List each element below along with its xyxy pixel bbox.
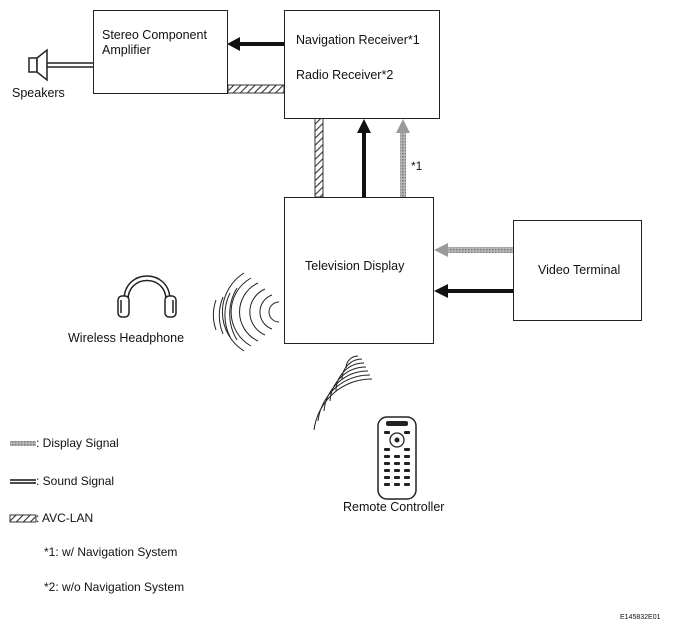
wire-note-label: *1 [411, 159, 423, 173]
legend-note-2: *2: w/o Navigation System [44, 580, 185, 594]
legend-display-signal-symbol [10, 441, 36, 446]
sound-signal-video-to-display [434, 284, 513, 298]
avc-lan-receiver-display [314, 117, 324, 198]
navigation-receiver-label: Navigation Receiver*1 [296, 33, 420, 47]
television-display-label: Television Display [305, 259, 405, 273]
stereo-component-amplifier-block: Stereo Component Amplifier [93, 10, 228, 94]
sound-signal-receiver-to-amplifier [227, 37, 284, 51]
legend-sound-signal-symbol [10, 479, 36, 484]
legend-avc-lan: : AVC-LAN [36, 511, 94, 525]
remote-controller-label: Remote Controller [343, 500, 445, 514]
radio-receiver-label: Radio Receiver*2 [296, 68, 394, 82]
wireless-waves-headphone [212, 272, 280, 352]
amplifier-label: Stereo Component Amplifier [102, 28, 207, 57]
speakers-label: Speakers [12, 86, 65, 100]
receiver-block: Navigation Receiver*1 Radio Receiver*2 [284, 10, 440, 119]
avc-lan-amplifier-receiver [227, 84, 285, 94]
sound-signal-display-to-receiver [357, 119, 371, 197]
display-signal-display-to-receiver [396, 119, 410, 197]
video-terminal-label: Video Terminal [538, 263, 621, 277]
television-display-block: Television Display [284, 197, 434, 344]
wireless-waves-remote [313, 355, 373, 431]
legend-sound-signal: : Sound Signal [36, 474, 115, 488]
wireless-headphone-label: Wireless Headphone [68, 331, 185, 345]
video-terminal-block: Video Terminal [513, 220, 642, 321]
legend-avc-lan-symbol [9, 514, 37, 523]
display-signal-video-to-display [434, 243, 513, 257]
headphone-icon [117, 275, 177, 318]
speaker-icon [28, 48, 48, 82]
legend-note-1: *1: w/ Navigation System [44, 545, 178, 559]
figure-code: E145832E01 [620, 614, 661, 621]
remote-controller-icon [377, 416, 417, 500]
legend-display-signal: : Display Signal [36, 436, 119, 450]
speaker-cable [47, 62, 93, 68]
